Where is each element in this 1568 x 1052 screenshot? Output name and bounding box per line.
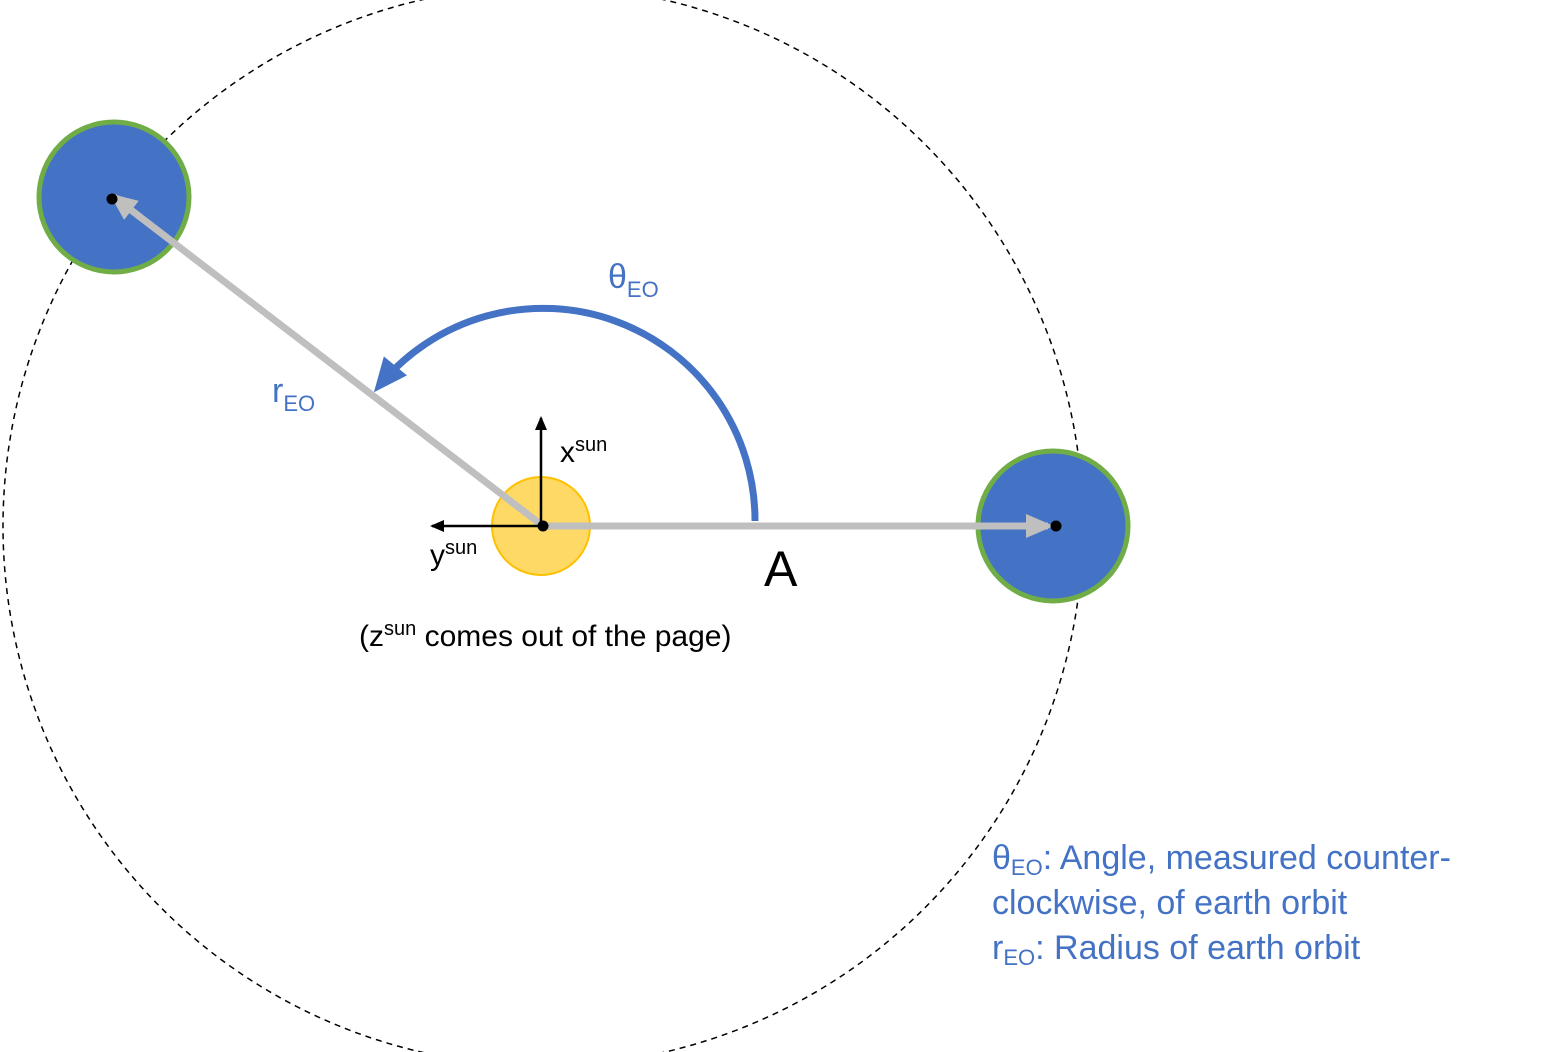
- radius-vector-r-eo: [109, 193, 546, 529]
- legend-r-symbol: r: [992, 929, 1004, 967]
- legend-r-text: : Radius of earth orbit: [1035, 929, 1361, 967]
- y-sun-label: ysun: [430, 537, 477, 572]
- r-eo-label: rEO: [272, 372, 315, 416]
- earth-center-dot: [106, 193, 118, 205]
- legend-theta-subscript: EO: [1010, 855, 1043, 880]
- theta-eo-label: θEO: [608, 258, 659, 302]
- legend-theta-line-continued: clockwise, of earth orbit: [992, 881, 1552, 926]
- theta-eo-angle-arc: [373, 304, 759, 522]
- legend-r-subscript: EO: [1003, 945, 1036, 970]
- sun-center-dot: [537, 520, 549, 532]
- z-sun-note: (zsun comes out of the page): [359, 618, 731, 653]
- legend-theta-text-continued: clockwise, of earth orbit: [992, 884, 1348, 922]
- legend-r-line: rEO: Radius of earth orbit: [992, 926, 1552, 971]
- legend-theta-text: : Angle, measured counter-: [1042, 839, 1451, 877]
- earth-center-dot: [1050, 520, 1062, 532]
- legend: θEO: Angle, measured counter- clockwise,…: [992, 836, 1552, 971]
- legend-theta-symbol: θ: [992, 839, 1011, 877]
- point-a-label: A: [764, 541, 798, 597]
- legend-theta-line: θEO: Angle, measured counter-: [992, 836, 1552, 881]
- x-sun-label: xsun: [560, 434, 607, 469]
